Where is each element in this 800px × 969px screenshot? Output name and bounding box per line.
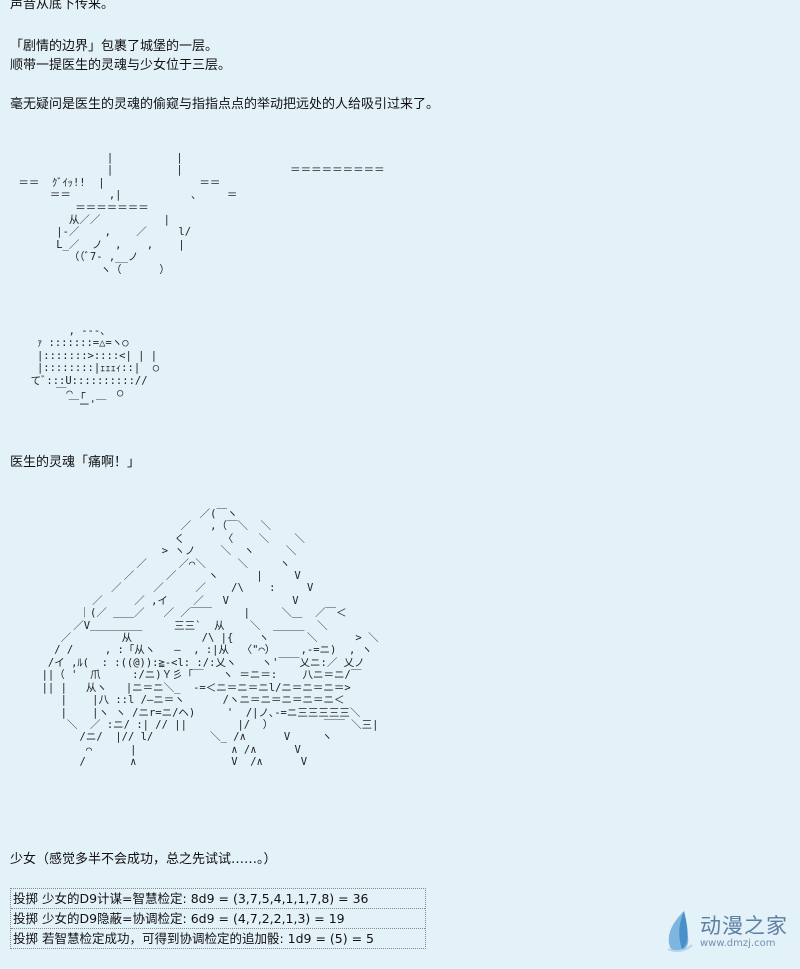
site-watermark: 动漫之家 www.dmzj.com xyxy=(662,909,788,955)
narration-line-sound: 声音从底下传来。 xyxy=(10,0,115,12)
watermark-url: www.dmzj.com xyxy=(700,938,776,949)
dice-roll-box: 投掷 少女的D9计谋=智慧检定: 8d9 = (3,7,5,4,1,1,7,8)… xyxy=(10,888,426,949)
narration-line-floor: 顺带一提医生的灵魂与少女位于三层。 xyxy=(10,58,232,73)
dice-roll-bonus: 投掷 若智慧检定成功，可得到协调检定的追加骰: 1d9 = (5) = 5 xyxy=(13,931,374,946)
watermark-title: 动漫之家 xyxy=(700,914,788,938)
dmzj-logo-icon xyxy=(667,911,693,953)
ascii-art-scene: | | | | ＝＝＝＝＝＝＝＝＝ ＝＝ ｸﾞｲｯ!! | ＝＝ ＝＝ ,| 、… xyxy=(18,152,385,276)
dialogue-doctor-soul: 医生的灵魂「痛啊！」 xyxy=(10,455,141,470)
dice-roll-scheme: 投掷 少女的D9计谋=智慧检定: 8d9 = (3,7,5,4,1,1,7,8)… xyxy=(11,889,425,909)
ascii-art-doctor-soul: , ---、 ｧ :::::::=△=ヽ○ |:::::::>::::<| | … xyxy=(30,325,160,412)
dice-roll-stealth: 投掷 少女的D9隐蔽=协调检定: 6d9 = (4,7,2,2,1,3) = 1… xyxy=(11,909,425,929)
ascii-art-girl: ／(￣ヽ ／ ,（￣＼ ＼ く 〈 ＼ ＼ > ヽノ ＼ ヽ ＼ ／ ／⌒＼ ＼… xyxy=(41,508,379,769)
dialogue-girl: 少女（感觉多半不会成功，总之先试试……。） xyxy=(10,852,277,867)
narration-line-boundary: 「剧情的边界」包裹了城堡的一层。 xyxy=(10,39,219,54)
narration-line-peeping: 毫无疑问是医生的灵魂的偷窥与指指点点的举动把远处的人给吸引过来了。 xyxy=(10,97,440,112)
